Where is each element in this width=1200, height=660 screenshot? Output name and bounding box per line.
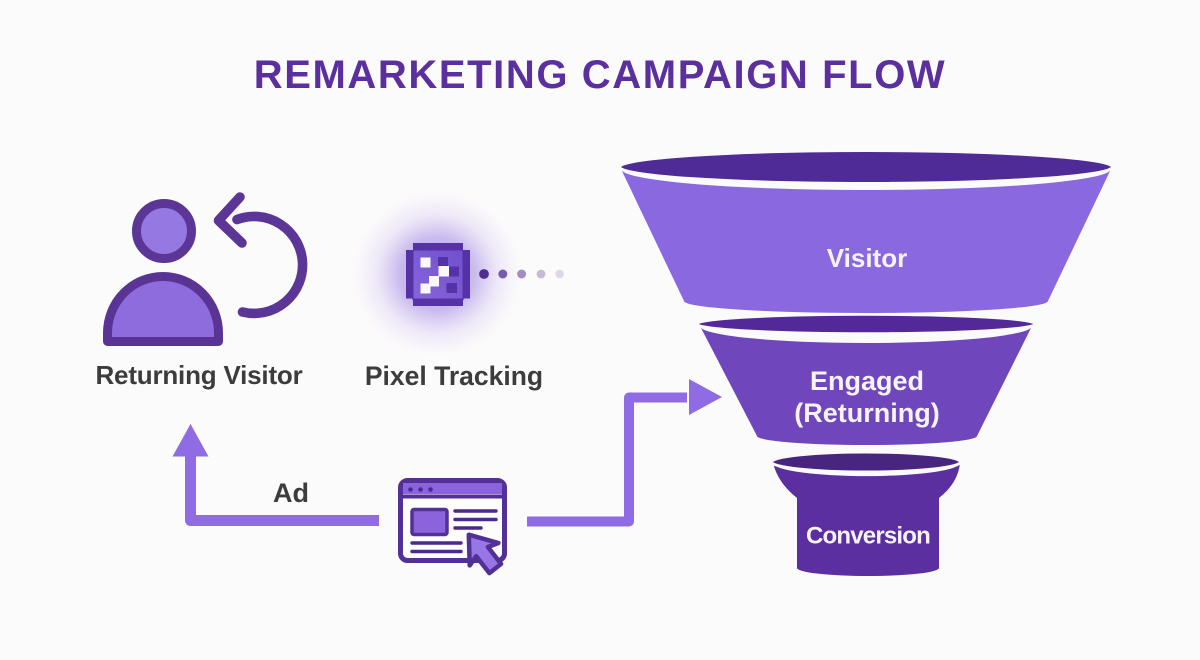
- svg-text:Ad: Ad: [273, 478, 309, 508]
- svg-text:Conversion: Conversion: [806, 523, 930, 550]
- svg-text:(Returning): (Returning): [794, 398, 939, 428]
- svg-text:REMARKETING CAMPAIGN FLOW: REMARKETING CAMPAIGN FLOW: [254, 53, 947, 97]
- svg-text:Pixel Tracking: Pixel Tracking: [365, 361, 543, 391]
- svg-text:Visitor: Visitor: [827, 243, 907, 273]
- svg-text:Engaged: Engaged: [810, 366, 924, 396]
- svg-text:Returning Visitor: Returning Visitor: [95, 360, 302, 390]
